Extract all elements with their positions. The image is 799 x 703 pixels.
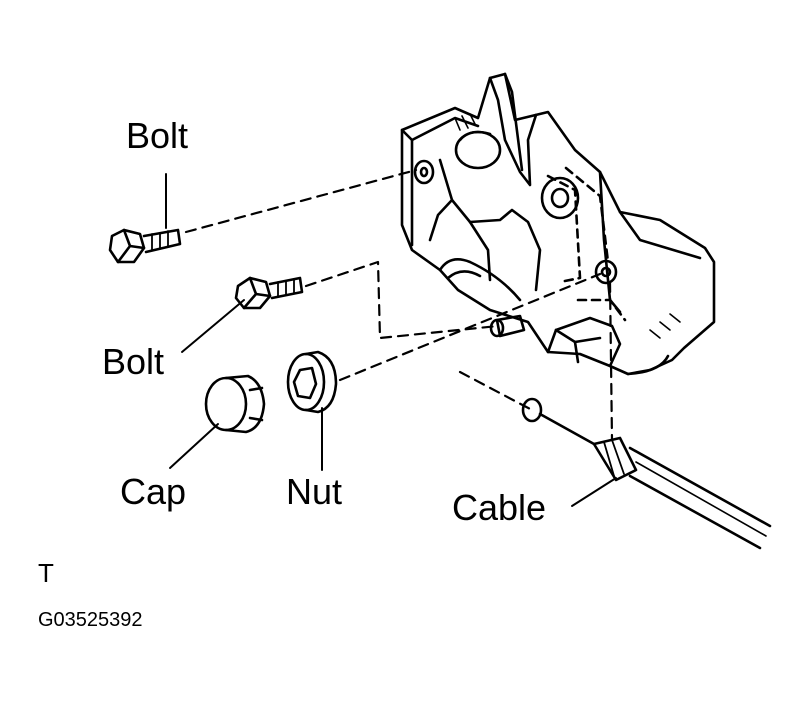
lower-bolt-guide bbox=[304, 260, 500, 340]
cable-guide bbox=[458, 370, 534, 412]
label-nut: Nut bbox=[286, 471, 343, 512]
upper-bolt-guide bbox=[184, 168, 418, 234]
nut-guide bbox=[338, 272, 602, 382]
hood-lock-assembly bbox=[400, 72, 716, 376]
cable-part bbox=[521, 397, 772, 550]
cap-part bbox=[204, 374, 266, 434]
nut-part bbox=[286, 350, 338, 414]
label-bolt-upper: Bolt bbox=[126, 115, 189, 156]
label-cable: Cable bbox=[452, 487, 547, 528]
lower-bolt bbox=[234, 276, 304, 310]
leader-cap bbox=[169, 423, 219, 469]
leader-lines bbox=[165, 173, 617, 507]
cable-lock-guide bbox=[608, 280, 614, 442]
label-cap: Cap bbox=[120, 471, 187, 512]
assembly-guide-lines bbox=[184, 168, 614, 442]
upper-bolt bbox=[108, 228, 182, 264]
leader-cable bbox=[571, 477, 617, 507]
view-marker: T bbox=[38, 558, 54, 588]
figure-code: G03525392 bbox=[38, 609, 143, 631]
leader-bolt-lower bbox=[181, 299, 245, 353]
label-bolt-lower: Bolt bbox=[102, 341, 165, 382]
